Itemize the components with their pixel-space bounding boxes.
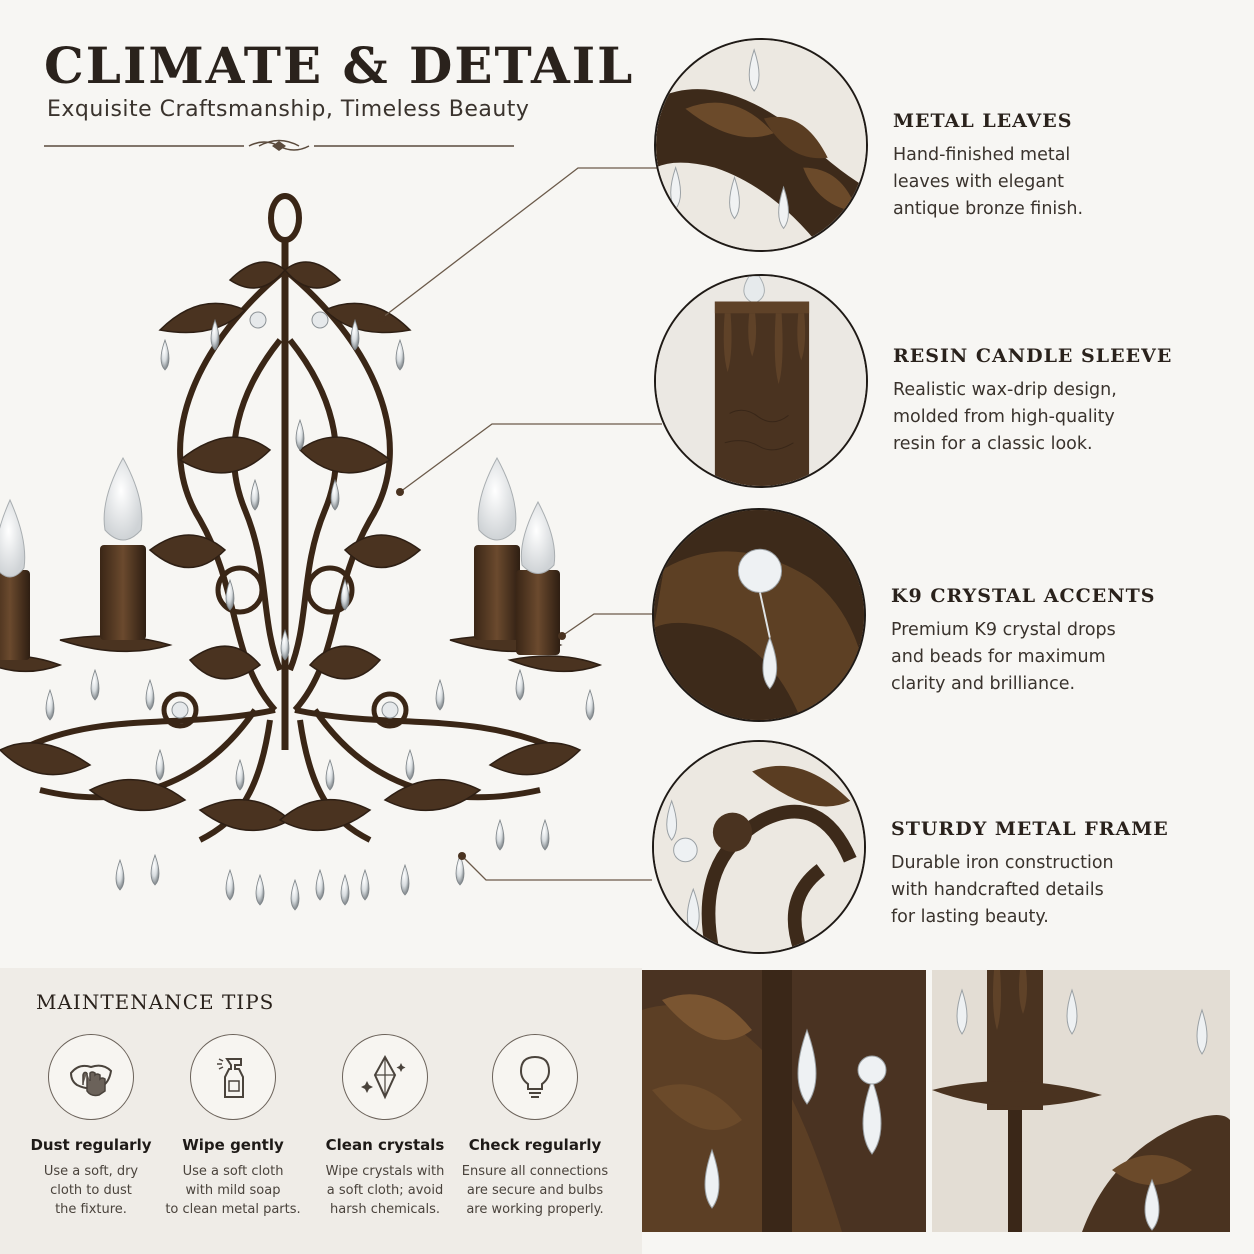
tip-description: Wipe crystals with a soft cloth; avoid h… xyxy=(325,1164,445,1217)
feature-metal-leaves: METAL LEAVES Hand-finished metal leaves … xyxy=(893,110,1223,223)
feature-description: Premium K9 crystal drops and beads for m… xyxy=(891,620,1116,694)
feature-sturdy-metal-frame: STURDY METAL FRAME Durable iron construc… xyxy=(891,818,1221,931)
feature-title: K9 CRYSTAL ACCENTS xyxy=(891,585,1156,607)
feature-description: Hand-finished metal leaves with elegant … xyxy=(893,145,1084,219)
tip-wipe-gently: Wipe gently Use a soft cloth with mild s… xyxy=(158,1034,308,1219)
light-bulb-icon xyxy=(492,1034,578,1120)
metal-leaves-detail-image xyxy=(654,38,868,252)
feature-description: Realistic wax-drip design, molded from h… xyxy=(893,380,1117,454)
feature-title: STURDY METAL FRAME xyxy=(891,818,1169,840)
tip-dust-regularly: Dust regularly Use a soft, dry cloth to … xyxy=(16,1034,166,1219)
feature-description: Durable iron construction with handcraft… xyxy=(891,853,1114,927)
tip-clean-crystals: Clean crystals Wipe crystals with a soft… xyxy=(310,1034,460,1219)
maintenance-panel: MAINTENANCE TIPS Dust regularly Use a so… xyxy=(0,968,642,1254)
feature-resin-candle-sleeve: RESIN CANDLE SLEEVE Realistic wax-drip d… xyxy=(893,345,1223,458)
tip-title: Wipe gently xyxy=(182,1136,284,1154)
metal-frame-detail-image xyxy=(652,740,866,954)
tip-title: Clean crystals xyxy=(325,1136,445,1154)
chandelier-image xyxy=(0,193,603,911)
tip-title: Check regularly xyxy=(468,1136,602,1154)
divider-ornament xyxy=(44,139,514,151)
tip-description: Use a soft, dry cloth to dust the fixtur… xyxy=(43,1164,139,1217)
page-subtitle: Exquisite Craftsmanship, Timeless Beauty xyxy=(47,97,530,122)
feature-title: METAL LEAVES xyxy=(893,110,1073,132)
crystal-closeup-photo xyxy=(642,970,926,1232)
spray-bottle-icon xyxy=(190,1034,276,1120)
tip-description: Ensure all connections are secure and bu… xyxy=(461,1164,609,1217)
page-title: CLIMATE & DETAIL xyxy=(44,36,635,95)
maintenance-title: MAINTENANCE TIPS xyxy=(36,990,275,1014)
feature-title: RESIN CANDLE SLEEVE xyxy=(893,345,1173,367)
feature-k9-crystal-accents: K9 CRYSTAL ACCENTS Premium K9 crystal dr… xyxy=(891,585,1221,698)
crystal-icon xyxy=(342,1034,428,1120)
candle-cup-closeup-photo xyxy=(932,970,1230,1232)
tip-title: Dust regularly xyxy=(30,1136,152,1154)
cloth-hand-icon xyxy=(48,1034,134,1120)
tip-description: Use a soft cloth with mild soap to clean… xyxy=(165,1164,301,1217)
tip-check-regularly: Check regularly Ensure all connections a… xyxy=(460,1034,610,1219)
candle-sleeve-detail-image xyxy=(654,274,868,488)
crystal-accents-detail-image xyxy=(652,508,866,722)
